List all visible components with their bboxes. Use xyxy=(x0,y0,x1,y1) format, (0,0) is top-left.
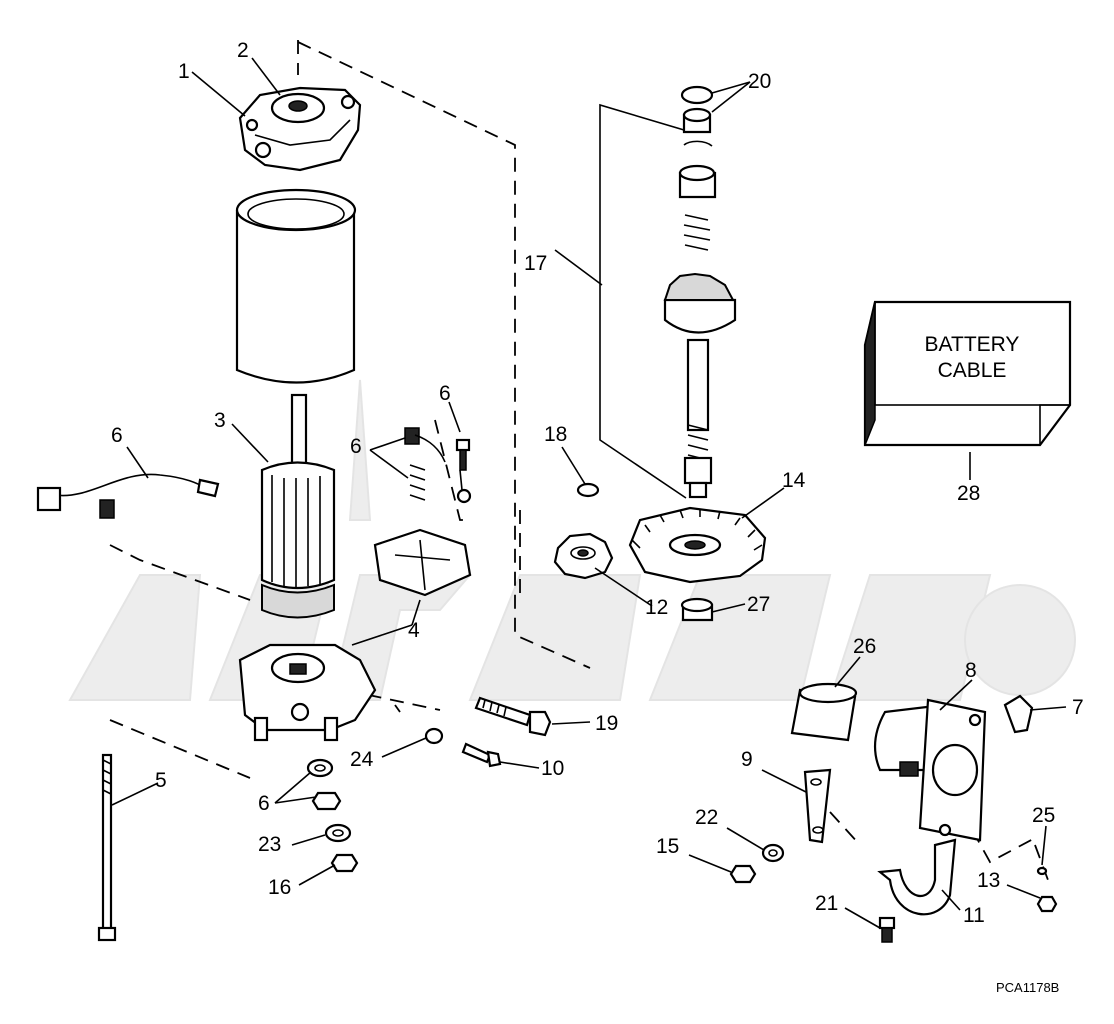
callout-18: 18 xyxy=(544,423,567,446)
callout-4: 4 xyxy=(408,619,420,642)
solenoid-boot xyxy=(790,682,858,742)
mounting-bracket-9 xyxy=(803,768,832,844)
small-gear xyxy=(553,532,614,580)
callout-25: 25 xyxy=(1032,804,1055,827)
group-bracket-17 xyxy=(599,103,687,499)
callout-17: 17 xyxy=(524,252,547,275)
callout-3: 3 xyxy=(214,409,226,432)
mounting-strap-11 xyxy=(877,838,957,916)
callout-26: 26 xyxy=(853,635,876,658)
callout-15: 15 xyxy=(656,835,679,858)
callout-1: 1 xyxy=(178,60,190,83)
callout-19: 19 xyxy=(595,712,618,735)
battery-cable-box xyxy=(863,300,1072,447)
battery-box-line1: BATTERY xyxy=(925,333,1020,356)
retaining-clip-18 xyxy=(576,482,600,498)
callout-22: 22 xyxy=(695,806,718,829)
callout-13: 13 xyxy=(977,869,1000,892)
field-wire-lead xyxy=(36,473,220,519)
diagram-code: PCA1178B xyxy=(996,980,1059,995)
callout-28: 28 xyxy=(957,482,980,505)
battery-box-line2: CABLE xyxy=(938,359,1007,382)
callout-27: 27 xyxy=(747,593,770,616)
callout-16: 16 xyxy=(268,876,291,899)
leader-lines xyxy=(111,57,1067,929)
through-bolt xyxy=(97,753,117,942)
drive-end-cap xyxy=(238,86,362,172)
large-gear xyxy=(628,506,767,584)
solenoid-hardware xyxy=(729,843,1058,943)
callout-9: 9 xyxy=(741,748,753,771)
callout-14: 14 xyxy=(782,469,806,492)
brush-screw xyxy=(455,438,472,504)
assembly-guide-lines xyxy=(109,40,1049,881)
callout-labels: 1 2 3 4 5 6 6 6 6 7 8 9 10 11 12 13 14 1… xyxy=(111,39,1084,927)
callout-6-lead: 6 xyxy=(111,424,123,447)
callout-2: 2 xyxy=(237,39,249,62)
callout-21: 21 xyxy=(815,892,838,915)
callout-6-screw: 6 xyxy=(439,382,451,405)
callout-7: 7 xyxy=(1072,696,1084,719)
callout-5: 5 xyxy=(155,769,167,792)
callout-20: 20 xyxy=(748,70,771,93)
callout-6-hardware: 6 xyxy=(258,792,270,815)
callout-6-brush: 6 xyxy=(350,435,362,458)
armature xyxy=(260,393,336,619)
bolt-19 xyxy=(474,696,552,737)
bushing-27 xyxy=(680,597,714,622)
callout-24: 24 xyxy=(350,748,374,771)
drive-assembly xyxy=(663,85,737,499)
callout-10: 10 xyxy=(541,757,564,780)
bolt-10 xyxy=(461,742,502,768)
commutator-end-cap xyxy=(238,643,377,742)
callout-23: 23 xyxy=(258,833,281,856)
solenoid xyxy=(873,698,987,842)
callout-8: 8 xyxy=(965,659,977,682)
callout-12: 12 xyxy=(645,596,668,619)
frame-housing xyxy=(235,188,357,384)
small-hardware xyxy=(306,727,444,873)
callout-11: 11 xyxy=(963,904,985,927)
brush-plate xyxy=(373,427,472,597)
terminal-boot xyxy=(1003,694,1034,734)
